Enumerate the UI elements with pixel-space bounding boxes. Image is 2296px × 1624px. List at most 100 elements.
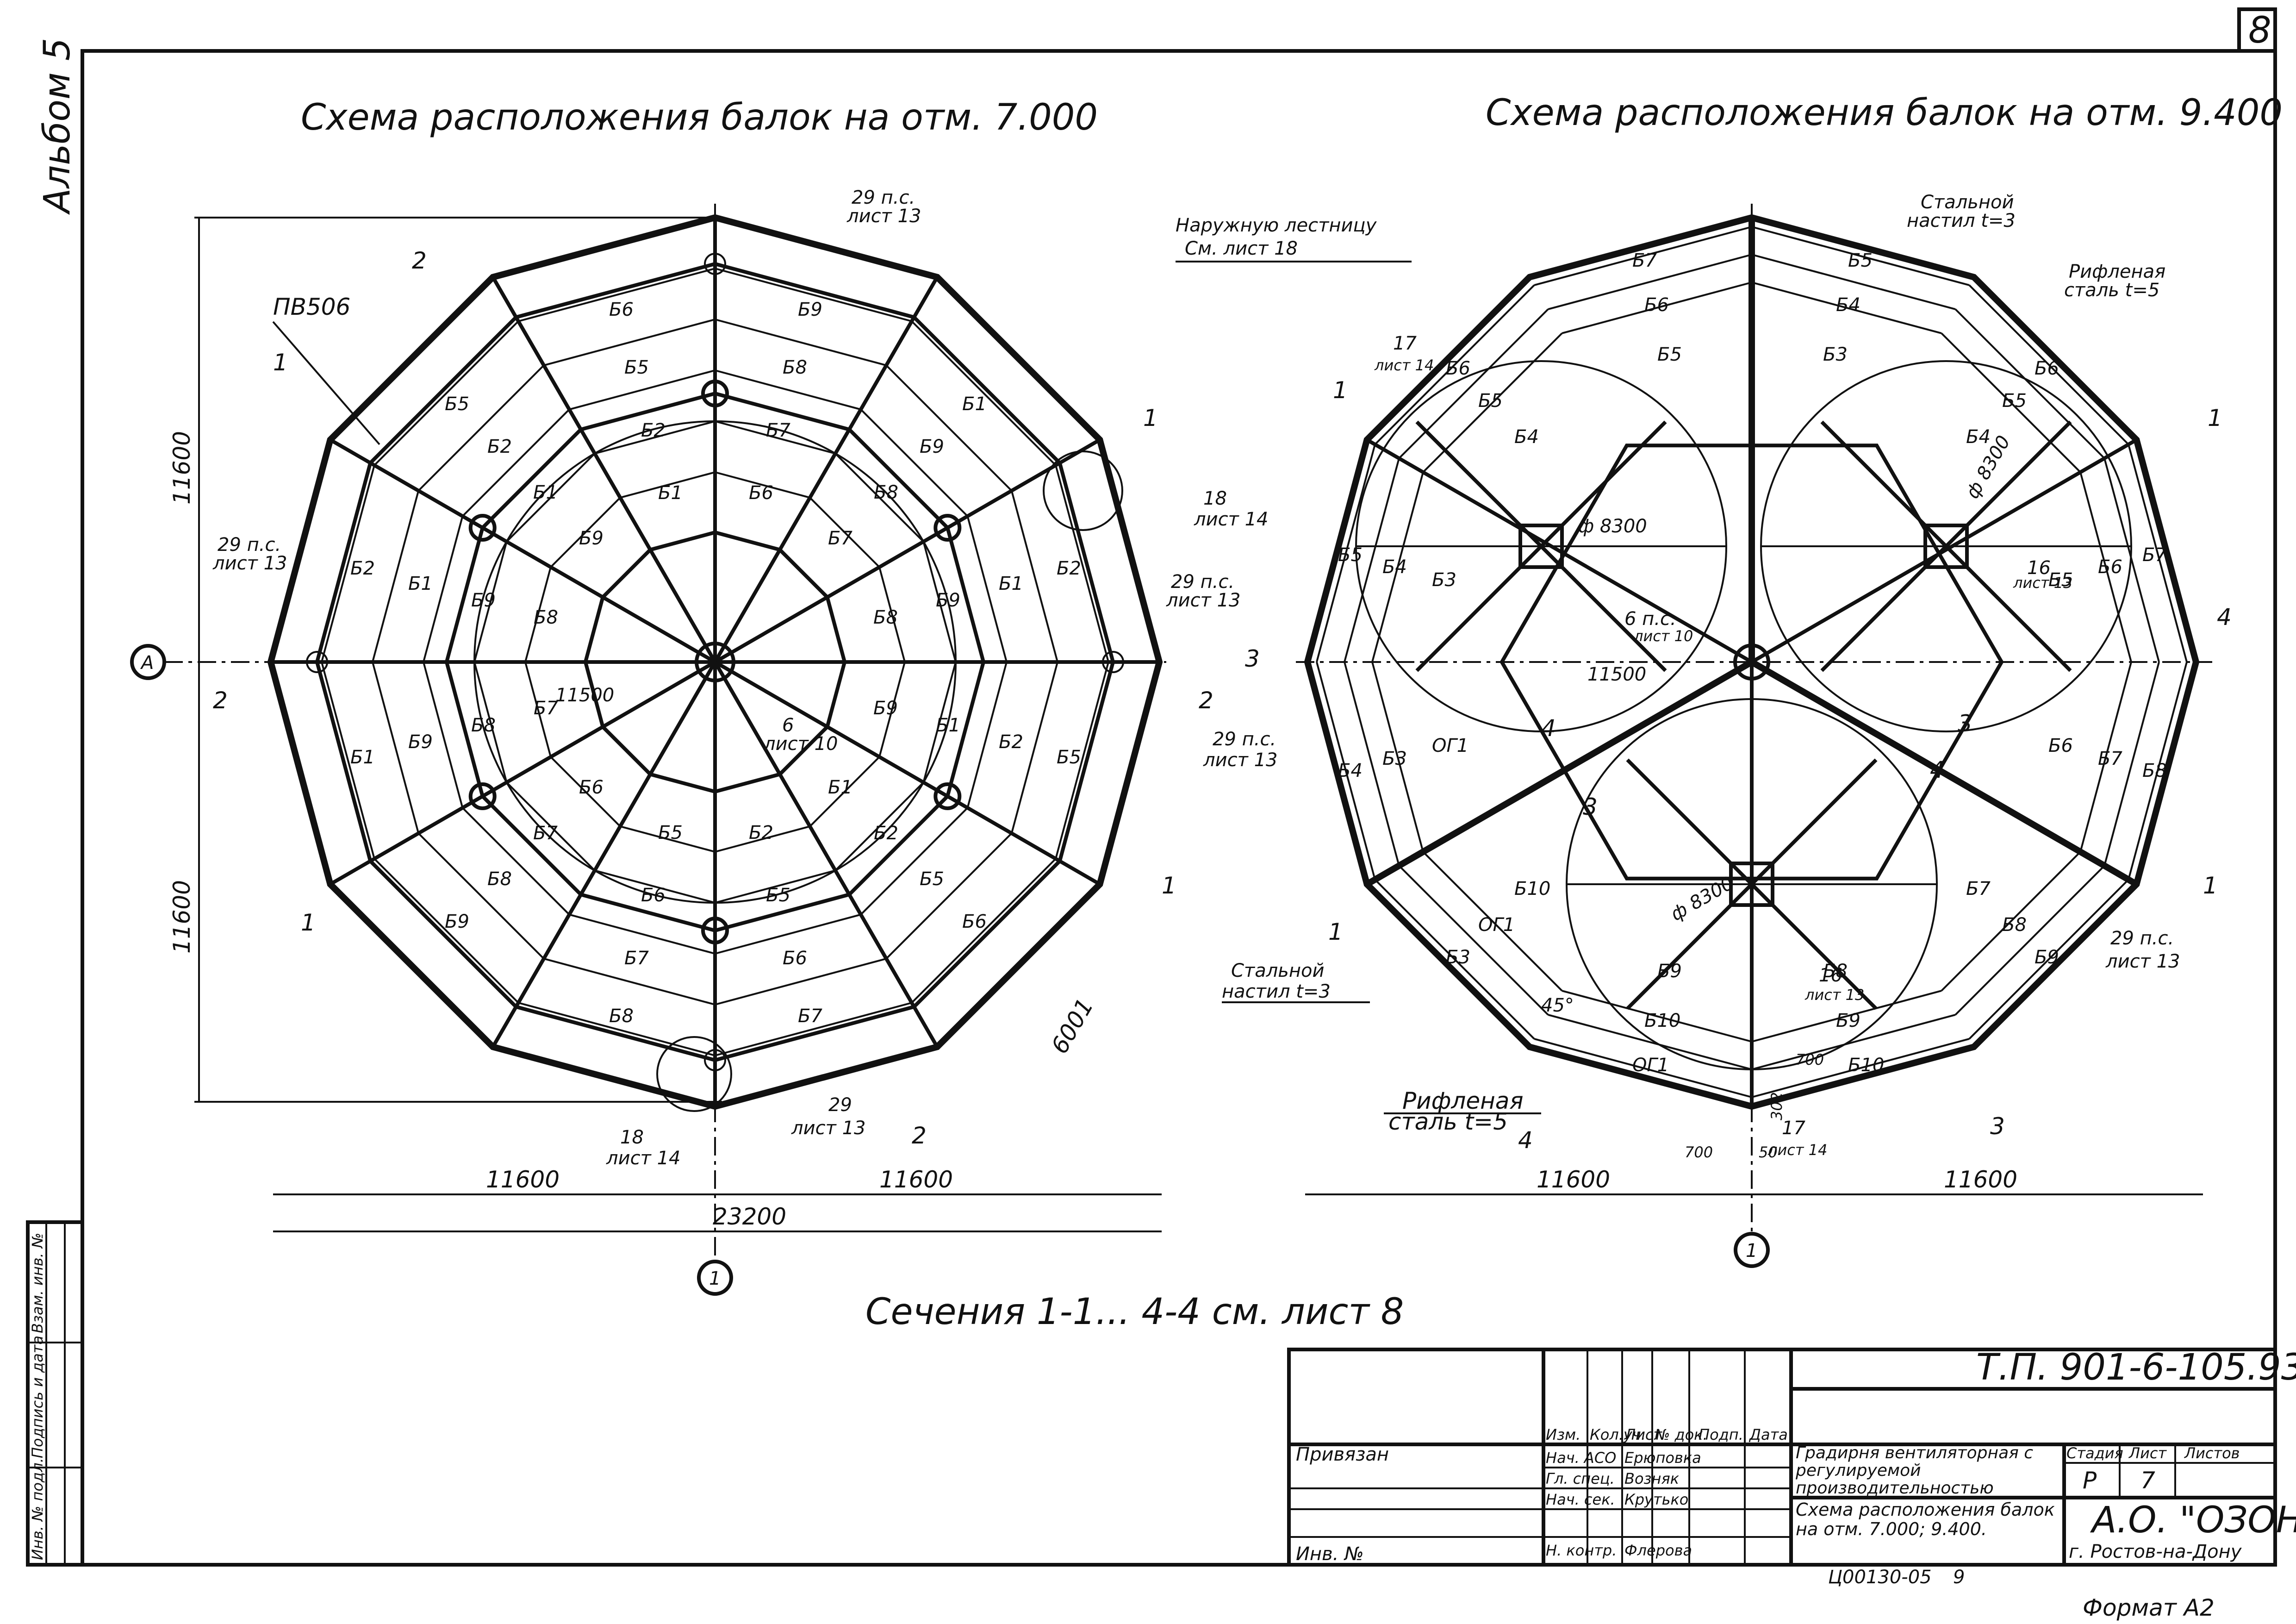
- beam-label: Б9: [2035, 947, 2059, 968]
- joist-line: [2128, 444, 2188, 662]
- joist-line: [423, 662, 464, 808]
- note-ladder-line2: См. лист 18: [1185, 238, 1298, 259]
- joist-line: [1371, 662, 1424, 852]
- beam-label: Б5: [766, 885, 790, 906]
- joist-line: [1954, 865, 2105, 1016]
- tb-project-name-box: Градирня вентиляторная с регулируемой пр…: [1796, 1444, 2034, 1498]
- beam-label: Б1: [408, 573, 433, 594]
- joist-line: [2079, 472, 2132, 662]
- beam-label: Б9: [920, 436, 944, 457]
- callout-num: 17: [1393, 333, 1417, 354]
- callout-sheet: лист 14: [1767, 1141, 1827, 1159]
- tb-sheet-label: Лист: [2128, 1444, 2167, 1462]
- joist-line: [911, 858, 1057, 1004]
- joist-line: [543, 957, 716, 1006]
- tb-role: Нач. сек.: [1546, 1491, 1615, 1508]
- tb-drawing-name-box: Схема расположения балок на отм. 7.000; …: [1796, 1500, 2055, 1539]
- joist-line: [1398, 865, 1549, 1016]
- radial-beam: [491, 661, 717, 1048]
- beam-label: Б3: [1446, 947, 1470, 968]
- callout-sheet: лист 10: [1633, 627, 1693, 645]
- joist-line: [461, 807, 570, 916]
- beam-label: Б7: [1632, 250, 1657, 271]
- tb-project-name: Градирня вентиляторная с регулируемой пр…: [1796, 1444, 2034, 1498]
- joist-line: [550, 497, 621, 568]
- left-stamp-col1: Инв. № подл.: [29, 1458, 46, 1560]
- right-axis-bubble-1: [1734, 1232, 1770, 1268]
- right-angle-label: 45°: [1541, 995, 1574, 1016]
- left-mark-pv506-leader: [272, 321, 380, 445]
- beam-label: Б1: [658, 482, 683, 504]
- beam-label: Б9: [873, 698, 898, 719]
- right-notes: Наружную лестницу См. лист 18 Стальной н…: [1176, 192, 2165, 1135]
- callout-sheet: лист 13: [1203, 750, 1277, 771]
- beam-label: Б2: [641, 420, 666, 441]
- joist-line: [1941, 332, 2081, 473]
- tb-h-kol: Кол.уч.: [1590, 1426, 1646, 1443]
- left-axis-a: А: [140, 652, 154, 674]
- joist-line: [860, 807, 969, 916]
- joist-line: [2079, 662, 2132, 852]
- joist-line: [1941, 851, 2081, 992]
- beam-label: Б9: [408, 731, 433, 753]
- beam-label: Б5: [920, 868, 944, 890]
- joist-line: [715, 420, 836, 455]
- right-plan: Б3Б4Б5Б4Б5Б6Б5Б6Б7Б6Б7Б8Б7Б8Б9Б8Б9Б10Б9Б…: [1304, 214, 2200, 1110]
- joist-line: [715, 268, 912, 322]
- right-section-marks: 1 1 1 1 3 3 3 3 4 4 4 4: [1245, 377, 2232, 1154]
- joist-line: [922, 662, 957, 783]
- beam-label: ОГ1: [1632, 1055, 1669, 1076]
- joist-line: [1751, 281, 1942, 334]
- joist-line: [2128, 662, 2188, 880]
- node-circle: [933, 514, 962, 542]
- beam-label: Б9: [579, 528, 604, 549]
- joist-line: [715, 869, 836, 904]
- joist-line: [715, 369, 861, 411]
- beam-label: Б8: [487, 868, 512, 890]
- tb-h-izm: Изм.: [1546, 1426, 1580, 1443]
- title-block: Т.П. 901-6-105.93-КМ Привязан Инв. № Изм…: [1287, 1347, 2296, 1567]
- joist-line: [1562, 990, 1752, 1043]
- radial-beam: [1365, 659, 1754, 887]
- section-mark: 4: [1930, 756, 1945, 783]
- joist-line: [372, 490, 420, 662]
- joist-line: [809, 497, 880, 568]
- left-plan-title: Схема расположения балок на отм. 7.000: [301, 97, 1098, 138]
- tb-person: Флерова: [1624, 1542, 1692, 1559]
- corner-number: 8: [2248, 10, 2271, 51]
- beam-label: Б9: [445, 911, 469, 932]
- left-joist-lines: [321, 268, 1109, 1056]
- beam-label: Б5: [1848, 250, 1873, 271]
- beam-label: Б5: [1657, 344, 1682, 365]
- section-mark: 3: [1245, 645, 1260, 672]
- tb-role: Н. контр.: [1546, 1542, 1617, 1559]
- callout-sheet: лист 14: [606, 1148, 680, 1169]
- joist-line: [569, 369, 716, 411]
- joist-line: [594, 420, 716, 455]
- section-mark: 3: [1958, 710, 1972, 737]
- tb-h-data: Дата: [1748, 1426, 1788, 1443]
- callout-sheet: лист 14: [1374, 356, 1434, 374]
- joist-line: [1751, 226, 1970, 286]
- fan-beam: [1626, 883, 1753, 1010]
- joist-line: [1954, 308, 2105, 459]
- joist-line: [473, 662, 508, 783]
- joist-line: [569, 913, 716, 955]
- joist-line: [1562, 281, 1752, 334]
- right-plan-title: Схема расположения балок на отм. 9.400: [1486, 92, 2283, 134]
- note-steel-deck-bottom-1: Стальной: [1231, 960, 1325, 981]
- left-axis-1: 1: [709, 1268, 721, 1289]
- joist-line: [1534, 226, 1752, 286]
- joist-line: [1316, 662, 1376, 880]
- joist-line: [2103, 662, 2160, 866]
- callout-sheet: лист 14: [1194, 509, 1268, 530]
- left-detail-circle-18-top: [1043, 450, 1123, 531]
- callout-num: 17: [1782, 1118, 1805, 1139]
- section-mark: 1: [273, 349, 288, 376]
- joist-line: [506, 453, 596, 543]
- left-stamp-frame: [26, 1220, 84, 1567]
- joist-line: [834, 781, 924, 871]
- tb-org-city: г. Ростов-на-Дону: [2069, 1541, 2242, 1562]
- section-mark: 3: [1990, 1113, 2005, 1140]
- callout-sheet: лист 13: [791, 1118, 865, 1139]
